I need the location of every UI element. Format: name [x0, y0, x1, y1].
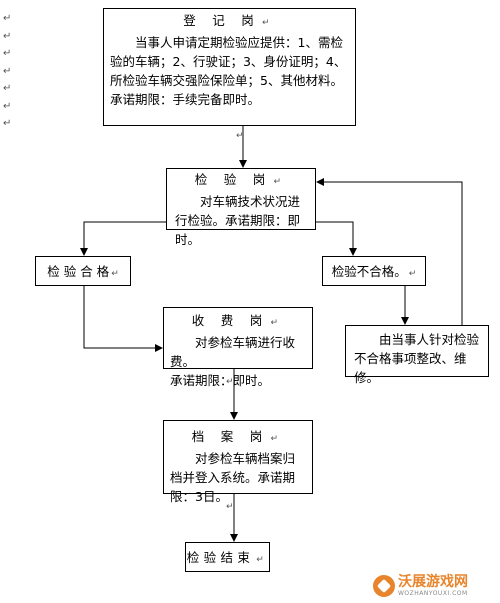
paragraph-mark: ↵	[226, 502, 234, 512]
inspection-failed-label: 检验不合格。	[331, 264, 407, 279]
rectification-box: 由当事人针对检验不合格事项整改、维修。	[345, 325, 489, 385]
site-watermark: 沃展游戏网 WOZHANYOUXI.COM	[373, 573, 495, 599]
fee-post-box: 收 费 岗↵ 对参检车辆进行收费。 承诺期限：即时。	[163, 307, 313, 388]
archive-post-title: 档 案 岗↵	[191, 429, 285, 444]
paragraph-mark: ↵	[3, 100, 12, 112]
paragraph-mark: ↵	[226, 377, 234, 387]
fee-post-promise: 承诺期限：即时。	[170, 373, 271, 388]
rectification-text: 由当事人针对检验不合格事项整改、维修。	[354, 332, 480, 385]
arrow-pass-to-fee	[83, 286, 163, 352]
inspection-failed-box: 检验不合格。↵	[322, 256, 426, 286]
register-post-text: 当事人申请定期检验应提供：1、需检验的车辆；2、行驶证；3、身份证明；4、所检验…	[110, 35, 347, 107]
paragraph-mark: ↵	[3, 83, 12, 94]
margin-paragraph-marks: ↵ ↵ ↵ ↵ ↵ ↵ ↵	[3, 10, 17, 133]
inspection-passed-label: 检 验 合 格	[47, 264, 110, 279]
archive-post-text: 对参检车辆档案归档并登入系统。承诺期限：3日。	[170, 451, 296, 504]
inspection-passed-box: 检 验 合 格↵	[35, 256, 131, 286]
inspection-post-title: 检 验 岗↵	[194, 172, 288, 187]
inspection-post-text: 对车辆技术状况进行检验。承诺期限：即时。	[175, 194, 301, 247]
fee-post-title: 收 费 岗↵	[191, 313, 285, 328]
paragraph-mark: ↵	[3, 30, 12, 42]
watermark-domain: WOZHANYOUXI.COM	[398, 590, 468, 597]
inspection-end-box: 检验结束↵	[185, 542, 270, 572]
arrow-inspect-to-pass	[80, 221, 166, 256]
paragraph-mark: ↵	[3, 48, 12, 59]
paragraph-mark: ↵	[3, 118, 12, 129]
watermark-logo-icon	[373, 575, 395, 597]
register-post-title: 登 记 岗↵	[183, 13, 276, 28]
inspection-post-box: 检 验 岗↵ 对车辆技术状况进行检验。承诺期限：即时。	[166, 168, 316, 247]
arrow-inspect-to-fail	[316, 221, 357, 256]
fee-post-text: 对参检车辆进行收费。	[170, 335, 296, 369]
paragraph-mark: ↵	[3, 65, 12, 77]
paragraph-mark: ↵	[236, 131, 244, 141]
register-post-box: 登 记 岗↵ 当事人申请定期检验应提供：1、需检验的车辆；2、行驶证；3、身份证…	[103, 8, 356, 126]
watermark-name: 沃展游戏网	[398, 574, 468, 590]
archive-post-box: 档 案 岗↵ 对参检车辆档案归档并登入系统。承诺期限：3日。	[163, 420, 313, 504]
arrow-rectify-to-inspect	[316, 178, 463, 325]
paragraph-mark: ↵	[3, 13, 12, 24]
inspection-end-label: 检验结束	[186, 550, 255, 565]
